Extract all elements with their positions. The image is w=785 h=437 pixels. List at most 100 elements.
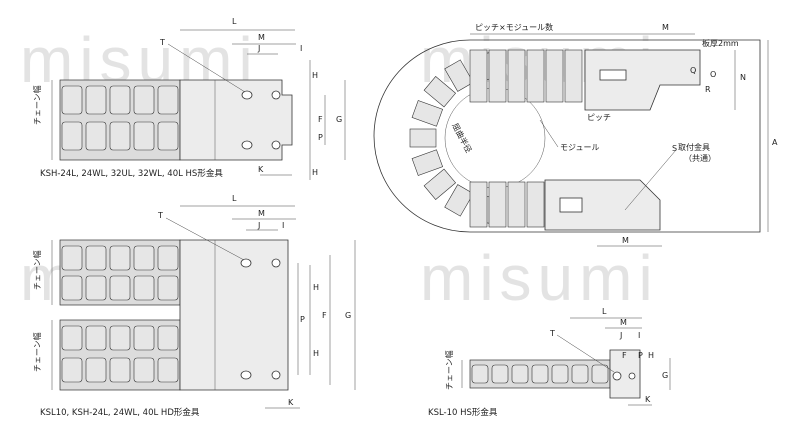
chain-link xyxy=(551,364,569,384)
dim-Q: Q xyxy=(690,66,696,75)
chain-link xyxy=(109,275,131,301)
chain-link xyxy=(157,121,179,151)
chain-link xyxy=(157,357,179,383)
chain-link xyxy=(471,364,489,384)
mounting-bracket-top xyxy=(584,49,701,111)
chain-link xyxy=(61,85,83,115)
dim-I: I xyxy=(282,221,284,230)
figure-caption: KSL-10 HS形金具 xyxy=(428,407,498,418)
dim-P: P xyxy=(300,315,305,324)
mounting-hole xyxy=(241,90,253,100)
mounting-bracket-bottom xyxy=(544,179,661,231)
chain-link xyxy=(591,364,609,384)
chain-link xyxy=(157,325,179,351)
outline xyxy=(373,39,761,233)
dim-T: T xyxy=(549,329,555,338)
dim-A: A xyxy=(772,138,778,147)
chain-link xyxy=(157,275,179,301)
chain-link xyxy=(133,357,155,383)
figure-chain-side-view: ピッチ×モジュール数 M 板厚2mm O N Q R A 屈曲半径 モジュール … xyxy=(373,22,778,247)
dim-J: J xyxy=(619,331,622,340)
figure-ksh-hs-bracket: チェーン幅 L M J I T H H F P G K KSH-24L, 24W… xyxy=(32,17,346,180)
mounting-hole xyxy=(271,370,281,380)
chain-link xyxy=(61,121,83,151)
chain-module xyxy=(526,49,545,103)
chain-link xyxy=(531,364,549,384)
leader-line xyxy=(165,217,245,261)
pitch-label: ピッチ xyxy=(587,113,611,122)
dim-F: F xyxy=(622,351,627,360)
figure-hd-bracket: チェーン幅 チェーン幅 L M J I T H H P F G K KSL10,… xyxy=(32,194,356,418)
chain-module xyxy=(488,49,507,103)
bracket-common-label: （共通） xyxy=(684,153,716,163)
chain-links xyxy=(61,85,179,151)
chain-module xyxy=(507,49,526,103)
chain-module xyxy=(469,181,488,228)
figure-ksl10-hs-bracket: チェーン幅 L M J I T F H P G K KSL-10 HS形金具 xyxy=(428,307,671,418)
chain-link xyxy=(85,357,107,383)
chain-link xyxy=(157,85,179,115)
dim-T: T xyxy=(157,211,163,220)
mounting-hole xyxy=(240,370,252,380)
mounting-hole xyxy=(240,258,252,268)
bracket-label: 取付金具 xyxy=(678,142,710,152)
chain-module xyxy=(444,59,474,92)
dim-T: T xyxy=(159,38,165,47)
chain-link xyxy=(157,245,179,271)
chain-module xyxy=(411,100,444,127)
chain-link xyxy=(133,245,155,271)
chain-link xyxy=(61,275,83,301)
chain-module xyxy=(488,181,507,228)
dim-H-top: H xyxy=(312,71,318,80)
chain-link xyxy=(85,275,107,301)
bracket-slot xyxy=(599,69,627,81)
pitch-module-label: ピッチ×モジュール数 xyxy=(475,22,553,32)
mounting-hole xyxy=(241,140,253,150)
bend-radius-label: 屈曲半径 xyxy=(450,121,474,154)
chain-link xyxy=(85,325,107,351)
dim-N: N xyxy=(740,73,746,82)
chain-link xyxy=(571,364,589,384)
chain-links xyxy=(61,245,179,383)
mounting-hole xyxy=(271,258,281,268)
dim-H: H xyxy=(648,351,654,360)
leader-line xyxy=(624,149,677,211)
dim-G: G xyxy=(336,115,342,124)
dim-K: K xyxy=(288,398,294,407)
chain-link xyxy=(133,85,155,115)
chain-link xyxy=(133,275,155,301)
dim-S: S xyxy=(672,144,677,153)
dim-L: L xyxy=(232,17,237,26)
leader-line xyxy=(539,119,559,148)
chain-module xyxy=(526,181,545,228)
chain-width-label: チェーン幅 xyxy=(444,350,454,390)
leader-line xyxy=(167,43,246,93)
dim-P: P xyxy=(638,351,643,360)
chain-modules xyxy=(409,49,583,228)
dim-P: P xyxy=(318,133,323,142)
chain-link xyxy=(61,325,83,351)
dim-H-top: H xyxy=(313,283,319,292)
chain-link xyxy=(61,245,83,271)
dim-K: K xyxy=(645,395,651,404)
chain-width-label: チェーン幅 xyxy=(32,85,42,125)
dim-L: L xyxy=(232,194,237,203)
chain-link xyxy=(511,364,529,384)
dim-I: I xyxy=(300,44,302,53)
chain-links xyxy=(471,364,609,384)
chain-link xyxy=(85,121,107,151)
plate-thickness-label: 板厚2mm xyxy=(702,38,739,48)
dim-O: O xyxy=(710,70,716,79)
chain-link xyxy=(109,357,131,383)
chain-link xyxy=(133,325,155,351)
chain-module xyxy=(469,49,488,103)
dim-M: M xyxy=(620,318,627,327)
chain-link xyxy=(109,245,131,271)
hs-bracket xyxy=(179,79,293,161)
dim-H-bottom: H xyxy=(312,168,318,177)
dim-R: R xyxy=(705,85,711,94)
dim-G: G xyxy=(662,371,668,380)
dim-M: M xyxy=(258,209,265,218)
mounting-hole xyxy=(612,371,622,381)
